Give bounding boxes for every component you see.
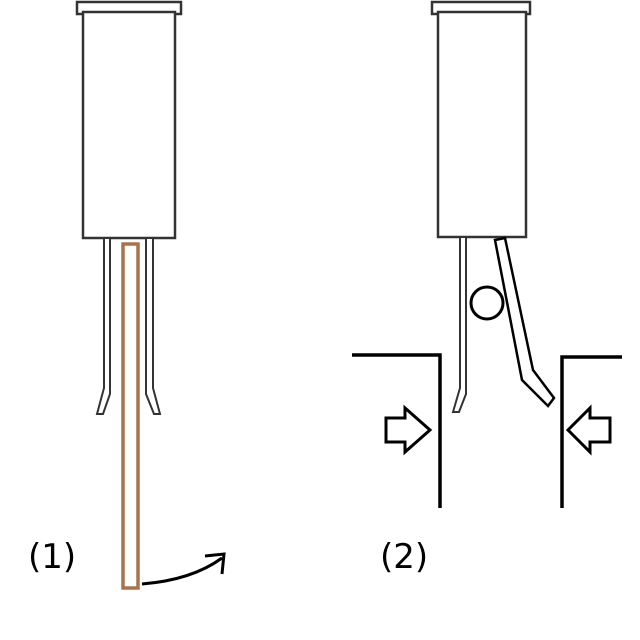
panel-1-left-prong	[95, 237, 111, 415]
panel-1-cylinder-body	[81, 10, 177, 240]
panel-2-left-arrow-icon	[565, 404, 612, 456]
panel-2-label: (2)	[380, 537, 428, 577]
panel-1-curved-arrow	[141, 556, 223, 586]
panel-1-right-prong	[145, 237, 162, 415]
panel-2-bent-prong	[493, 236, 556, 408]
panel-2-ball	[469, 285, 505, 321]
panel-1-arrow-head	[204, 552, 226, 575]
panel-1: (1)	[28, 0, 226, 590]
panel-2-left-prong	[451, 236, 467, 413]
panel-2-right-wall	[560, 355, 622, 508]
panel-1-metal-strip	[121, 242, 140, 590]
panel-2-right-arrow-icon	[384, 404, 433, 456]
panel-2: (2)	[352, 0, 622, 577]
panel-2-left-wall	[352, 353, 442, 508]
panel-2-cylinder-body	[436, 10, 528, 239]
panel-1-label: (1)	[28, 537, 76, 577]
